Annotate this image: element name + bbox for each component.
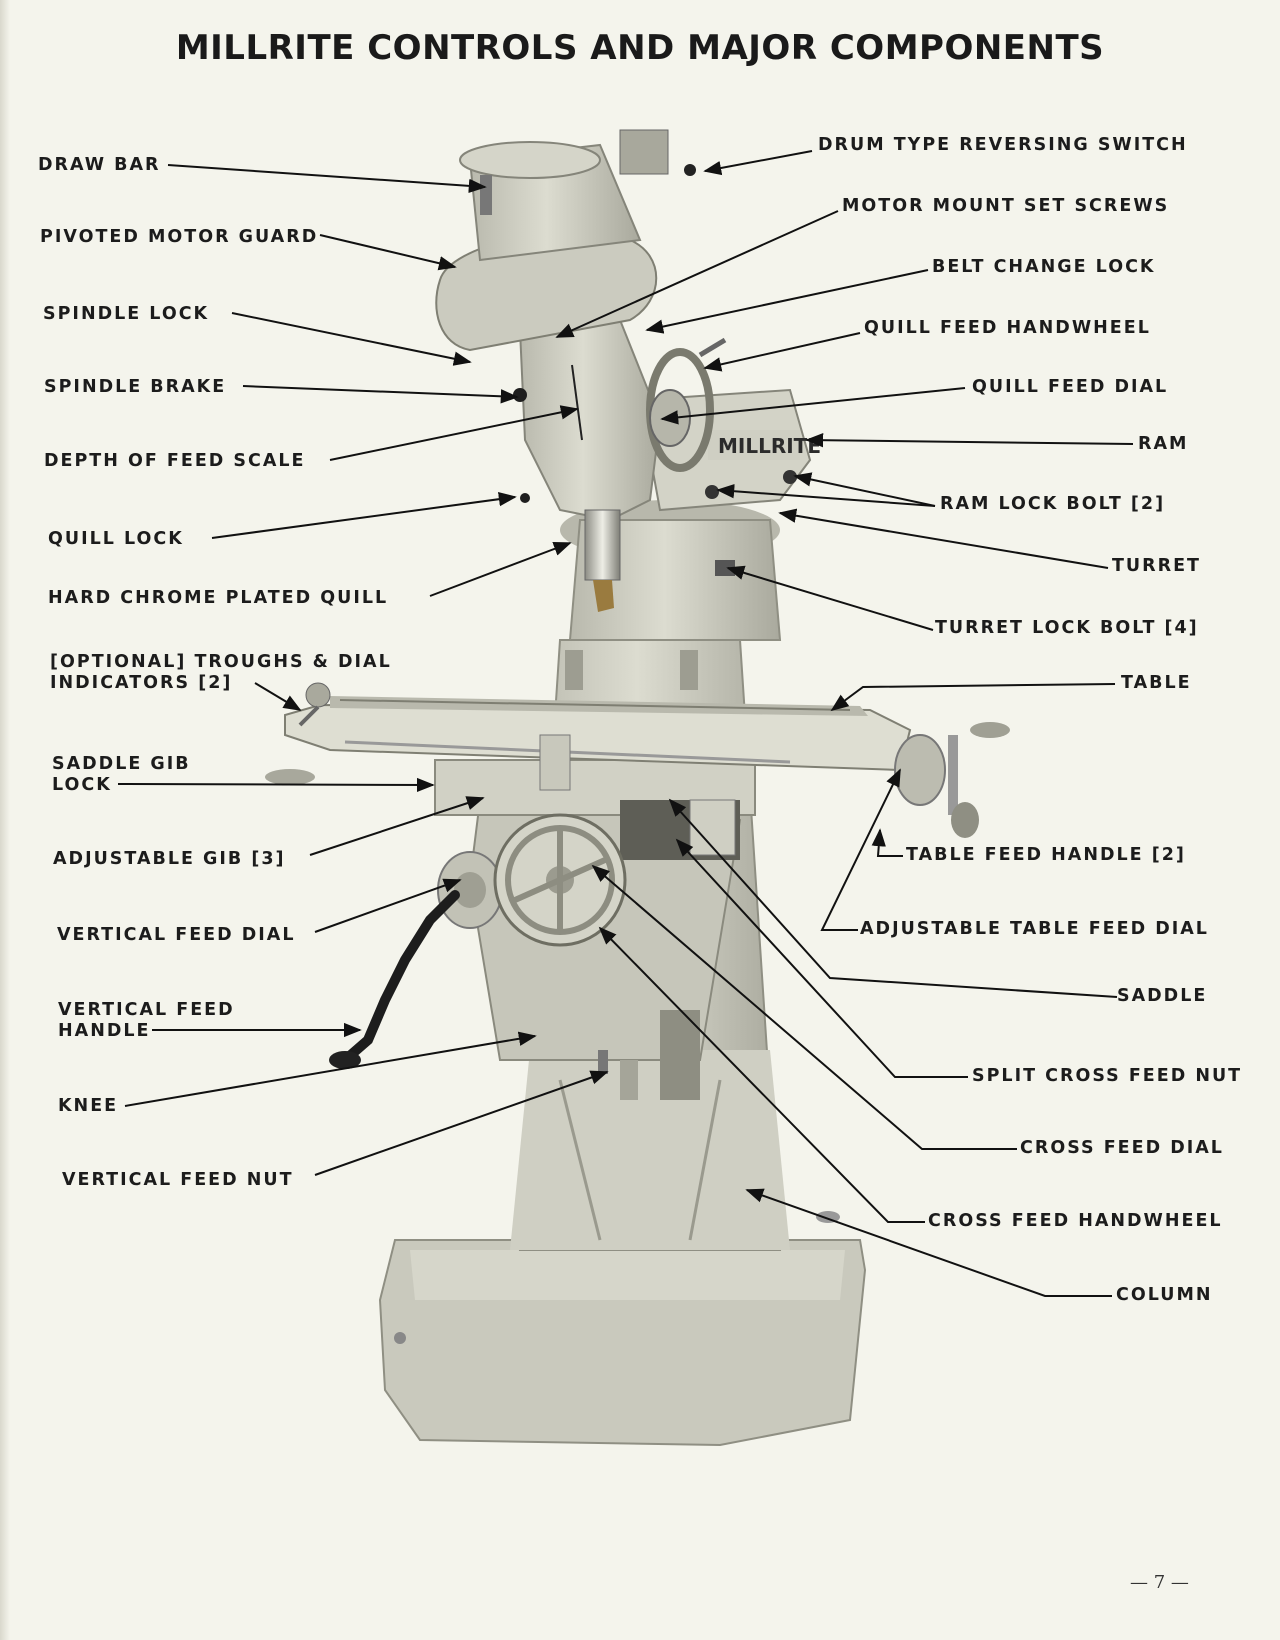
leader-split-cross-feed-nut [675,838,968,1078]
leader-turret [778,508,1109,569]
label-quill-feed-dial: QUILL FEED DIAL [972,377,1169,397]
label-table: TABLE [1121,673,1192,693]
page-edge-shadow [0,0,10,1640]
leader-vertical-feed-nut [314,1070,609,1176]
leader-adjustable-table-feed-dial [820,768,901,931]
label-draw-bar: DRAW BAR [38,155,161,175]
leader-spindle-brake [242,385,519,404]
label-saddle-gib-lock-line2: LOCK [52,775,112,795]
label-drum-type-reversing-switch: DRUM TYPE REVERSING SWITCH [818,135,1188,155]
label-quill-feed-handwheel: QUILL FEED HANDWHEEL [864,318,1151,338]
label-vertical-feed-nut: VERTICAL FEED NUT [62,1170,294,1190]
leader-quill-feed-handwheel [703,332,861,372]
leader-belt-change-lock [645,269,929,334]
label-belt-change-lock: BELT CHANGE LOCK [932,257,1156,277]
cross-feed-handwheel-drawing [493,813,627,947]
machine-nameplate: MILLRITE [718,434,821,458]
leader-turret-lock-bolt [726,565,934,631]
label-optional-troughs: [OPTIONAL] TROUGHS & DIAL INDICATORS [2] [50,652,392,694]
label-hard-chrome-plated-quill: HARD CHROME PLATED QUILL [48,588,389,608]
leader-saddle [668,798,1118,998]
leader-table-feed-handle [871,828,903,857]
label-turret: TURRET [1112,556,1201,576]
leader-motor-mount-set-screws [555,210,839,338]
leader-optional-troughs [254,682,302,711]
leader-cross-feed-dial [591,864,1017,1150]
leader-quill-lock [211,492,517,539]
label-vertical-feed-handle: VERTICAL FEED HANDLE [58,1000,235,1042]
label-cross-feed-dial: CROSS FEED DIAL [1020,1138,1224,1158]
vertical-feed-assembly [329,851,503,1069]
label-knee: KNEE [58,1096,119,1116]
label-spindle-brake: SPINDLE BRAKE [44,377,227,397]
label-saddle-gib-lock: SADDLE GIB LOCK [52,754,191,796]
label-cross-feed-handwheel: CROSS FEED HANDWHEEL [928,1211,1223,1231]
label-adjustable-gib: ADJUSTABLE GIB [3] [53,849,286,869]
label-quill-lock: QUILL LOCK [48,529,184,549]
leader-table [830,683,1116,712]
machine-saddle [434,759,756,860]
leader-drum-type-reversing-switch [703,150,813,176]
label-spindle-lock: SPINDLE LOCK [43,304,210,324]
label-saddle: SADDLE [1117,986,1208,1006]
label-optional-troughs-line2: INDICATORS [2] [50,673,233,693]
machine-base [378,1211,867,1447]
motor-drawing [459,129,696,262]
machine-table [265,682,912,791]
label-table-feed-handle: TABLE FEED HANDLE [2] [906,845,1186,865]
table-feed-handwheel-right [894,722,1010,838]
label-vertical-feed-handle-line1: VERTICAL FEED [58,1000,235,1020]
label-ram-lock-bolt: RAM LOCK BOLT [2] [940,494,1166,514]
label-optional-troughs-line1: [OPTIONAL] TROUGHS & DIAL [50,652,392,672]
leader-ram [805,432,1134,448]
leader-lines [117,150,1134,1297]
label-vertical-feed-dial: VERTICAL FEED DIAL [57,925,296,945]
label-split-cross-feed-nut: SPLIT CROSS FEED NUT [972,1066,1243,1086]
machine-head [513,318,662,612]
label-saddle-gib-lock-line1: SADDLE GIB [52,754,191,774]
leader-spindle-lock [231,312,472,366]
label-column: COLUMN [1116,1285,1213,1305]
leader-pivoted-motor-guard [319,234,457,271]
label-motor-mount-set-screws: MOTOR MOUNT SET SCREWS [842,196,1170,216]
leader-vertical-feed-dial [314,878,462,933]
leader-adjustable-gib [309,796,485,856]
leader-quill-feed-dial [660,387,966,425]
leader-depth-of-feed-scale [329,405,579,461]
leader-saddle-gib-lock [117,777,435,793]
leader-hard-chrome-plated-quill [429,542,572,597]
label-vertical-feed-handle-line2: HANDLE [58,1021,151,1041]
leader-draw-bar [167,164,487,194]
leader-ram-lock-bolt-a [793,472,936,507]
page-number: — 7 — [1130,1572,1189,1593]
label-turret-lock-bolt: TURRET LOCK BOLT [4] [935,618,1199,638]
leader-cross-feed-handwheel [598,926,925,1223]
page-title: MILLRITE CONTROLS AND MAJOR COMPONENTS [175,28,1105,68]
label-ram: RAM [1138,434,1189,454]
leader-column [745,1188,1112,1297]
leader-knee [124,1031,537,1107]
label-depth-of-feed-scale: DEPTH OF FEED SCALE [44,451,306,471]
label-adjustable-table-feed-dial: ADJUSTABLE TABLE FEED DIAL [860,919,1209,939]
label-pivoted-motor-guard: PIVOTED MOTOR GUARD [40,227,319,247]
leader-ram-lock-bolt-b [716,484,936,507]
